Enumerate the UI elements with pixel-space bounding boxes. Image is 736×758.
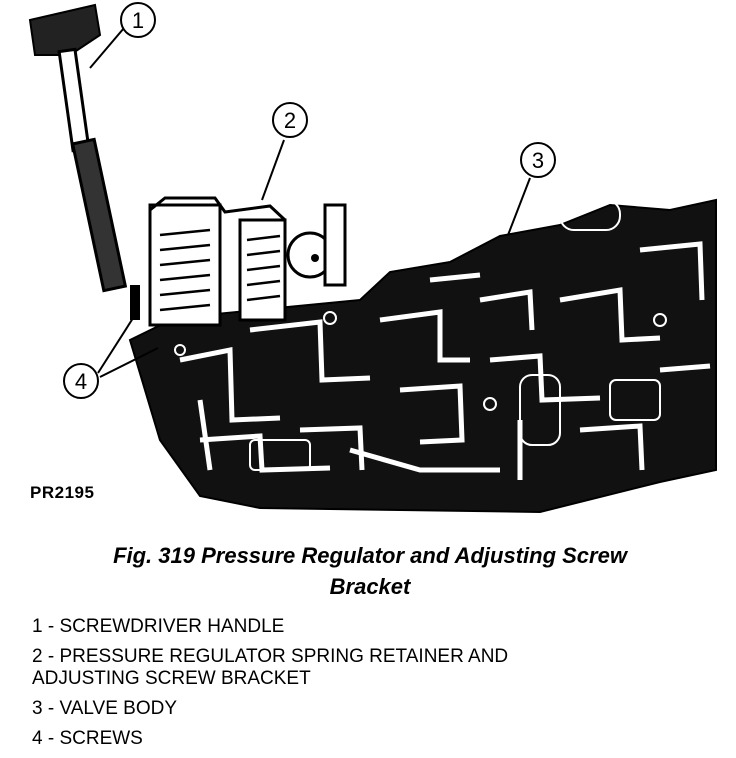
screwdriver-illustration	[28, 3, 140, 320]
illustration: 1 2 3 4 PR2195	[28, 2, 717, 514]
svg-text:1: 1	[132, 8, 144, 33]
callout-3: 3	[507, 142, 556, 236]
valve-body-illustration	[128, 198, 717, 514]
callout-1: 1	[89, 2, 156, 69]
callout-4: 4	[63, 314, 159, 399]
svg-text:2: 2	[284, 108, 296, 133]
caption-line-2: Bracket	[329, 574, 411, 599]
valve-body-drawing: 1 2 3 4	[28, 2, 717, 514]
spring-retainer-bracket-illustration	[148, 196, 347, 327]
svg-text:4: 4	[75, 369, 87, 394]
caption-line-1: Fig. 319 Pressure Regulator and Adjustin…	[113, 543, 627, 568]
svg-text:3: 3	[532, 148, 544, 173]
legend-item: 3 - VALVE BODY	[32, 698, 178, 719]
legend-item: 2 - PRESSURE REGULATOR SPRING RETAINER A…	[32, 646, 509, 667]
legend-item: 4 - SCREWS	[32, 728, 143, 749]
legend-item: 1 - SCREWDRIVER HANDLE	[32, 616, 285, 637]
callout-2: 2	[261, 102, 308, 201]
legend-list: 1 - SCREWDRIVER HANDLE 2 - PRESSURE REGU…	[32, 616, 722, 758]
figure-code: PR2195	[30, 483, 95, 502]
figure-caption: Fig. 319 Pressure Regulator and Adjustin…	[20, 540, 720, 602]
legend-item: ADJUSTING SCREW BRACKET	[32, 668, 311, 689]
